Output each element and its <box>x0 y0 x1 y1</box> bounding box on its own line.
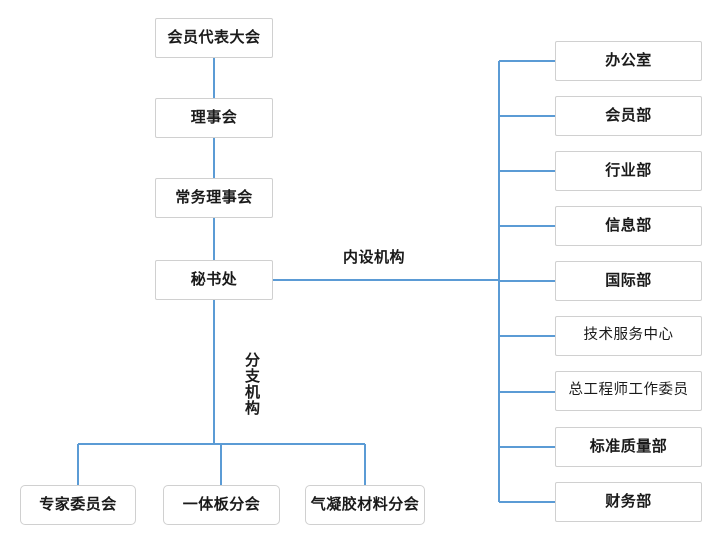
node-label: 国际部 <box>605 271 652 289</box>
node-label: 会员代表大会 <box>167 28 261 46</box>
node-office[interactable]: 办公室 <box>555 41 702 81</box>
node-label: 总工程师工作委员 <box>568 382 689 399</box>
node-membership-department[interactable]: 会员部 <box>555 96 702 136</box>
node-label: 会员部 <box>605 106 652 124</box>
node-label: 常务理事会 <box>175 188 253 206</box>
node-chief-engineer-committee[interactable]: 总工程师工作委员 <box>555 371 702 411</box>
node-technical-service-center[interactable]: 技术服务中心 <box>555 316 702 356</box>
node-integrated-board-branch[interactable]: 一体板分会 <box>163 485 280 525</box>
node-label: 一体板分会 <box>182 495 261 513</box>
node-label: 行业部 <box>605 161 652 179</box>
node-label: 信息部 <box>605 216 652 234</box>
node-label: 秘书处 <box>190 270 238 288</box>
node-expert-committee[interactable]: 专家委员会 <box>20 485 136 525</box>
node-label: 办公室 <box>605 51 652 69</box>
node-finance-department[interactable]: 财务部 <box>555 482 702 522</box>
node-board-of-directors[interactable]: 理事会 <box>155 98 273 138</box>
node-members-assembly[interactable]: 会员代表大会 <box>155 18 273 58</box>
node-label: 技术服务中心 <box>583 327 674 344</box>
node-industry-department[interactable]: 行业部 <box>555 151 702 191</box>
label-branch-organizations: 分支机构 <box>243 352 260 416</box>
node-label: 财务部 <box>605 492 652 510</box>
node-label: 标准质量部 <box>589 437 668 455</box>
node-standing-board[interactable]: 常务理事会 <box>155 178 273 218</box>
node-secretariat[interactable]: 秘书处 <box>155 260 273 300</box>
node-aerogel-materials-branch[interactable]: 气凝胶材料分会 <box>305 485 425 525</box>
label-internal-departments: 内设机构 <box>343 249 406 266</box>
node-label: 理事会 <box>190 108 238 126</box>
node-international-department[interactable]: 国际部 <box>555 261 702 301</box>
node-label: 气凝胶材料分会 <box>310 495 420 513</box>
node-standards-quality-department[interactable]: 标准质量部 <box>555 427 702 467</box>
node-label: 专家委员会 <box>39 495 117 513</box>
node-information-department[interactable]: 信息部 <box>555 206 702 246</box>
